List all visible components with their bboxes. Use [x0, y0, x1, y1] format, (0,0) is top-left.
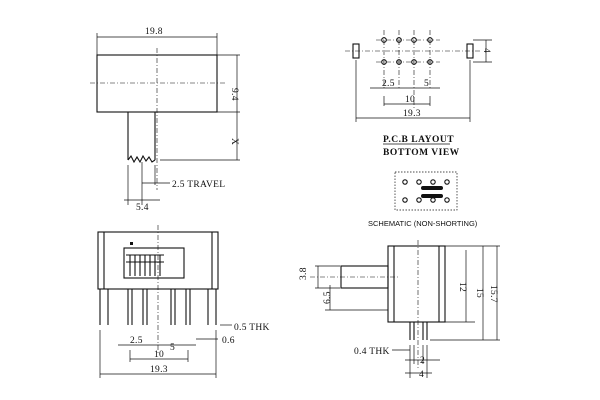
mount-leg-right: [207, 289, 217, 325]
travel-text: 2.5 TRAVEL: [172, 180, 225, 190]
side-dim-12: 12: [457, 282, 467, 292]
front-pitch-text: 2.5: [130, 336, 143, 346]
pcb-height-dimension-text: 4: [481, 48, 491, 53]
side-thickness-text: 0.4 THK: [354, 347, 390, 357]
pcb-span-text: 10: [405, 95, 415, 105]
switch-body-outline: [96, 54, 218, 113]
front-body-outline: [97, 231, 219, 290]
front-thickness-text: 0.5 THK: [234, 323, 270, 333]
side-pin-gap-text: 2: [420, 356, 425, 366]
side-pin-span-text: 4: [419, 370, 424, 380]
schematic-label: SCHEMATIC (NON-SHORTING): [368, 219, 478, 228]
pcb-hole-grid: [376, 30, 440, 108]
height-dimension-text: 9.4: [229, 88, 239, 101]
front-actuator: [123, 247, 185, 279]
schematic-contact-bar: [421, 186, 443, 190]
pcb-layout-view: 4 2.5 5 10 19.3 P.C.B LAYOUT BOTTOM VIEW: [345, 30, 492, 158]
side-dim-157: 15.7: [488, 285, 498, 303]
front-pin-dim-text: 0.6: [222, 336, 235, 346]
side-dim-38: 3.8: [299, 267, 309, 280]
actuator-width-text: 5.4: [136, 203, 149, 213]
pcb-layout-title: P.C.B LAYOUT: [383, 135, 454, 145]
width-dimension-text: 19.8: [145, 27, 163, 37]
front-pins: [127, 289, 191, 325]
side-dim-15: 15: [474, 288, 484, 298]
front-view: 0.5 THK 0.6 2.5 5 10 19.3: [97, 225, 270, 378]
schematic-contact-bar: [421, 194, 443, 198]
front-span-text: 10: [154, 350, 164, 360]
pcb-layout-subtitle: BOTTOM VIEW: [383, 148, 460, 158]
mount-leg-left: [99, 289, 109, 325]
schematic-outline: [394, 171, 458, 211]
top-view: 19.8 9.4 X 2.5 TRAVEL 5.4: [90, 27, 240, 213]
side-view: 3.8 6.5 12 15 15.7 0.4 THK 2 4: [299, 240, 500, 380]
x-dimension-text: X: [229, 138, 239, 145]
pcb-pitch-text: 2.5: [382, 79, 395, 89]
pcb-center-text: 5: [424, 79, 429, 89]
actuator-ribs: [126, 254, 164, 276]
pcb-overall-text: 19.3: [403, 109, 421, 119]
front-overall-text: 19.3: [150, 365, 168, 375]
schematic-view: SCHEMATIC (NON-SHORTING): [368, 171, 478, 228]
actuator-break-line: [127, 154, 156, 164]
side-dim-65: 6.5: [323, 291, 333, 304]
side-body-outline: [387, 245, 446, 323]
front-center-text: 5: [170, 343, 175, 353]
side-pins: [409, 322, 428, 340]
